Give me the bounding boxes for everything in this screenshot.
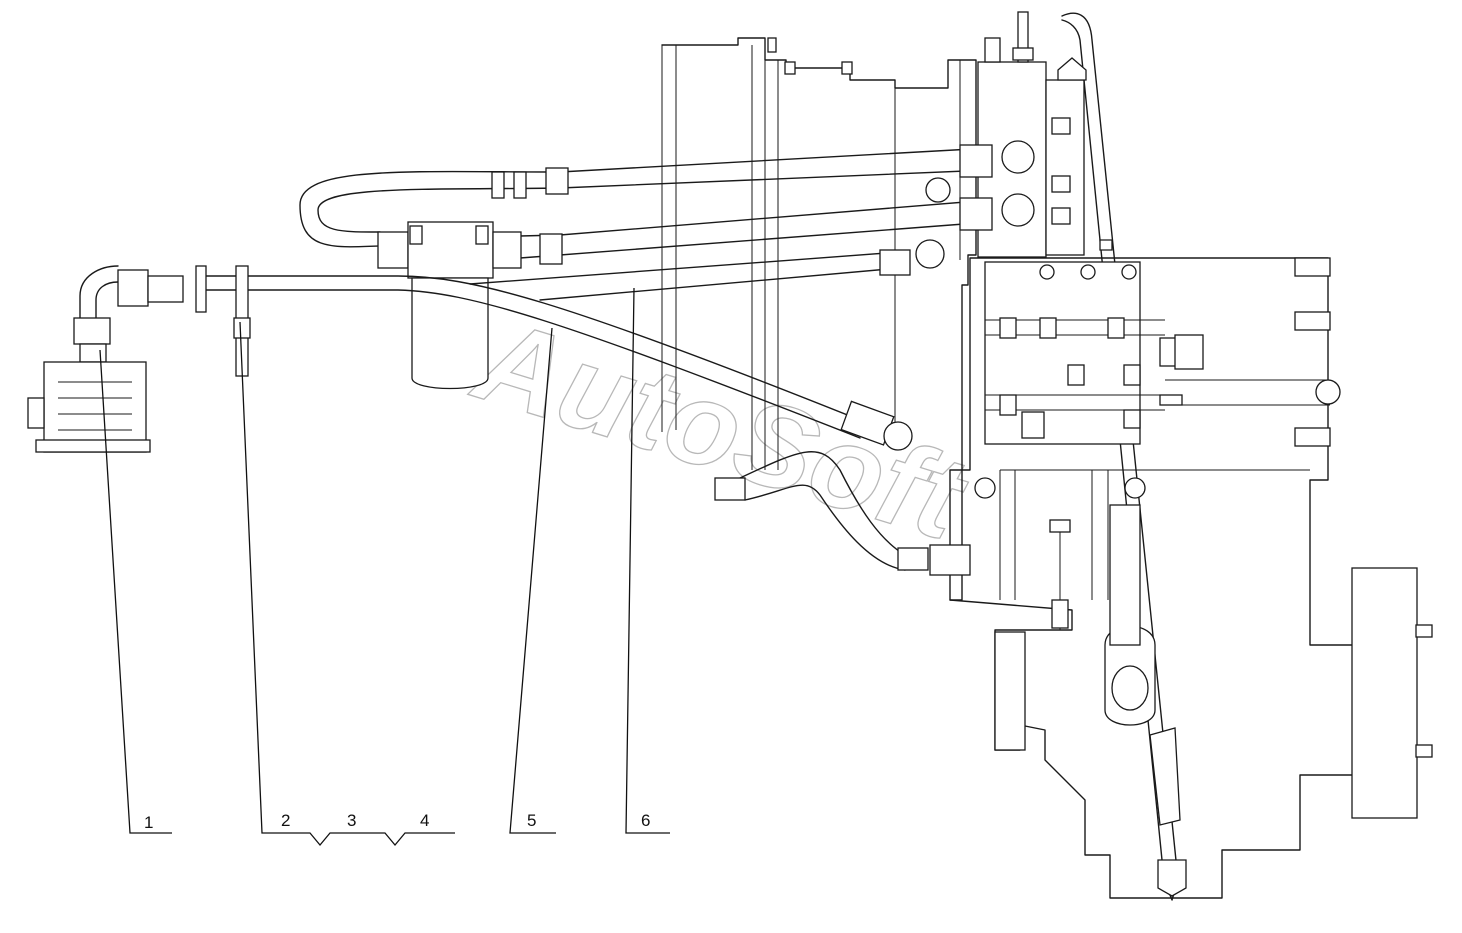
callout-5: 5 [527,811,536,830]
distributor-valve [925,11,1085,258]
callout-3: 3 [347,811,356,830]
gearbox-body [949,257,1433,899]
leader-1 [99,349,172,834]
oil-tank [27,265,251,453]
filter [377,221,563,390]
callout-2: 2 [281,811,290,830]
suction-pipes [199,239,971,576]
leader-2-4 [239,321,455,847]
housing-block [661,37,977,601]
callout-labels: 1 2 3 4 5 6 [144,811,650,832]
callout-6: 6 [641,811,650,830]
tie-rod [1057,12,1187,901]
hose-loops [299,144,993,259]
callout-leaders [99,287,670,847]
leader-6 [625,287,670,834]
leader-5 [509,327,556,834]
callout-4: 4 [420,811,429,830]
callout-1: 1 [144,813,153,832]
